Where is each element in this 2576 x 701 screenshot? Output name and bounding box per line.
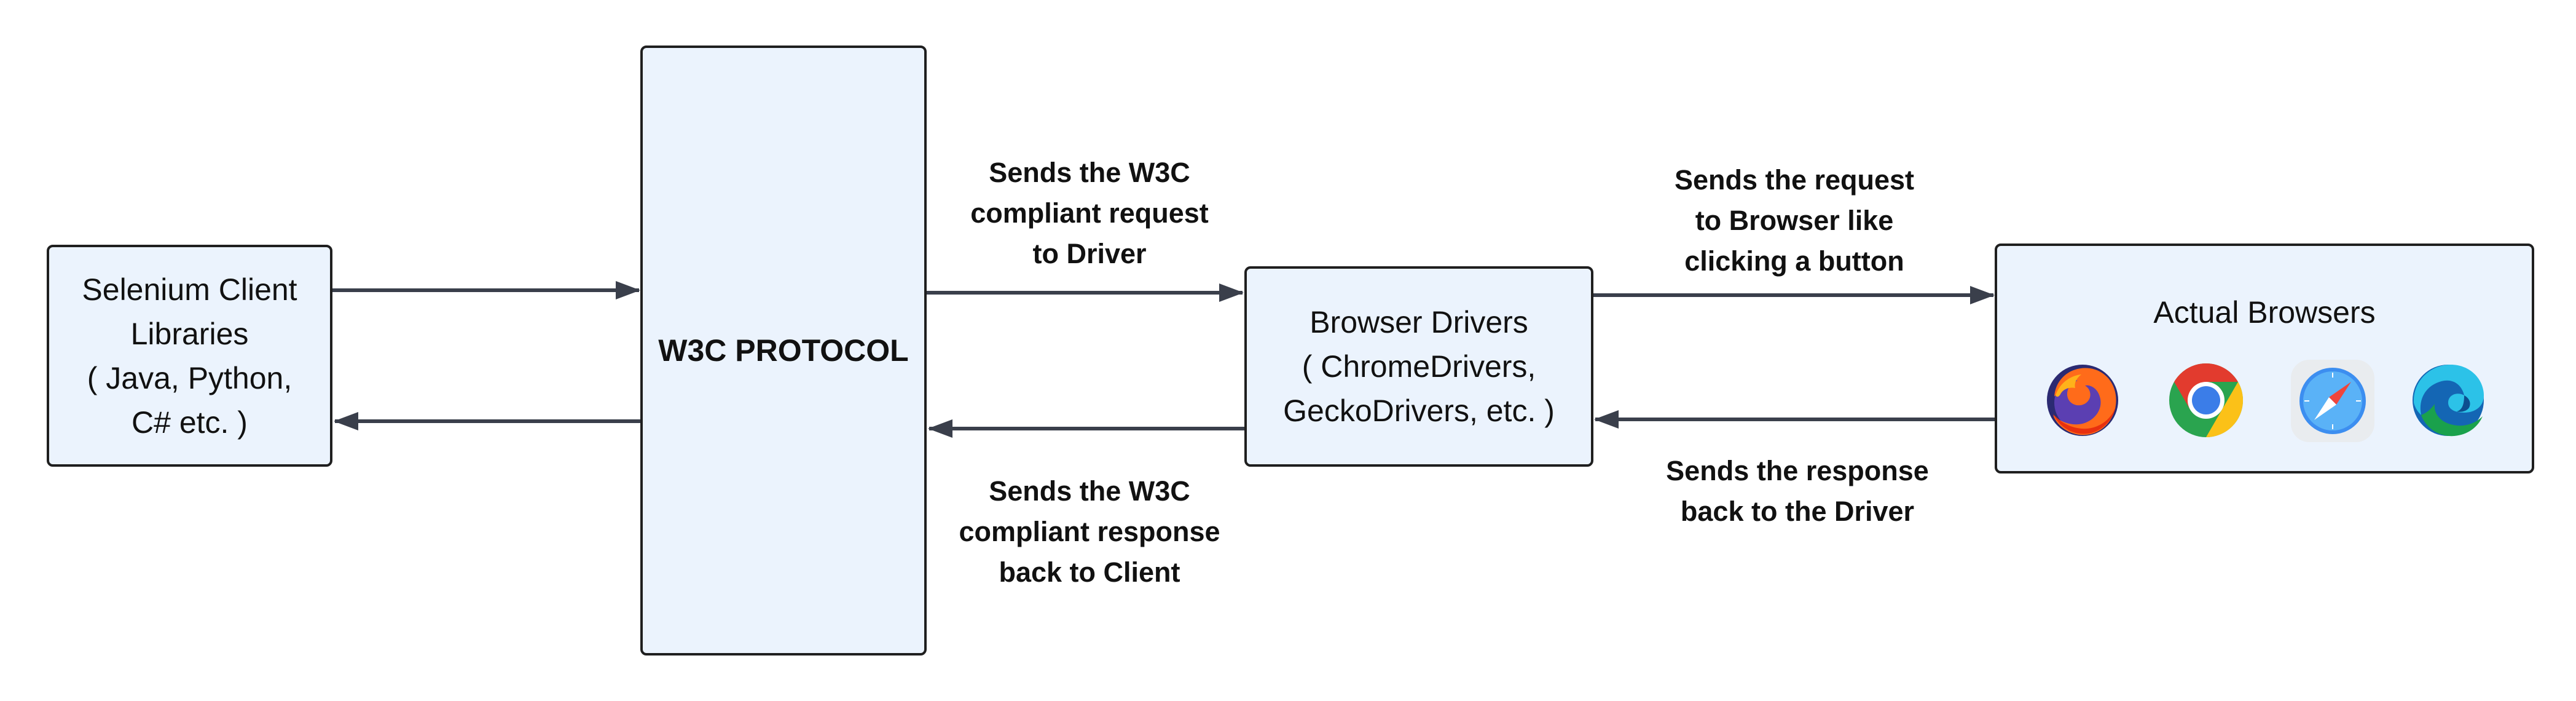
label-driver-to-browser-line-1: Sends the request xyxy=(1674,164,1915,196)
client-libraries-box: Selenium Client Libraries ( Java, Python… xyxy=(47,245,332,467)
label-protocol-to-driver: Sends the W3C compliant request to Drive… xyxy=(939,152,1240,274)
label-protocol-to-driver-line-2: compliant request xyxy=(970,197,1209,229)
firefox-icon xyxy=(2047,365,2118,436)
label-driver-to-protocol-line-3: back to Client xyxy=(999,556,1180,588)
browser-drivers-line-1: Browser Drivers xyxy=(1310,305,1528,339)
label-protocol-to-driver-line-1: Sends the W3C xyxy=(989,157,1190,188)
browser-drivers-line-3: GeckoDrivers, etc. ) xyxy=(1283,394,1555,428)
w3c-protocol-box: W3C PROTOCOL xyxy=(640,46,927,655)
label-driver-to-browser-line-2: to Browser like xyxy=(1695,205,1894,236)
client-libraries-line-3: ( Java, Python, xyxy=(87,360,293,395)
label-driver-to-protocol-line-2: compliant response xyxy=(959,516,1220,547)
label-browser-to-driver-line-2: back to the Driver xyxy=(1680,496,1915,527)
w3c-protocol-label: W3C PROTOCOL xyxy=(658,333,909,368)
actual-browsers-title: Actual Browsers xyxy=(2153,295,2376,330)
chrome-icon xyxy=(2169,363,2244,437)
client-libraries-line-2: Libraries xyxy=(130,316,249,351)
label-browser-to-driver-line-1: Sends the response xyxy=(1666,455,1929,486)
client-libraries-line-4: C# etc. ) xyxy=(132,405,248,440)
browser-drivers-box: Browser Drivers ( ChromeDrivers, GeckoDr… xyxy=(1244,266,1593,467)
label-browser-to-driver: Sends the response back to the Driver xyxy=(1628,451,1966,532)
label-driver-to-browser: Sends the request to Browser like clicki… xyxy=(1632,160,1957,282)
client-libraries-line-1: Selenium Client xyxy=(82,272,297,307)
label-protocol-to-driver-line-3: to Driver xyxy=(1032,238,1147,269)
browser-drivers-line-2: ( ChromeDrivers, xyxy=(1302,349,1536,384)
label-driver-to-protocol: Sends the W3C compliant response back to… xyxy=(933,471,1246,593)
safari-icon xyxy=(2291,360,2374,442)
edge-icon xyxy=(2413,365,2484,437)
label-driver-to-protocol-line-1: Sends the W3C xyxy=(989,475,1190,507)
label-driver-to-browser-line-3: clicking a button xyxy=(1684,245,1904,277)
